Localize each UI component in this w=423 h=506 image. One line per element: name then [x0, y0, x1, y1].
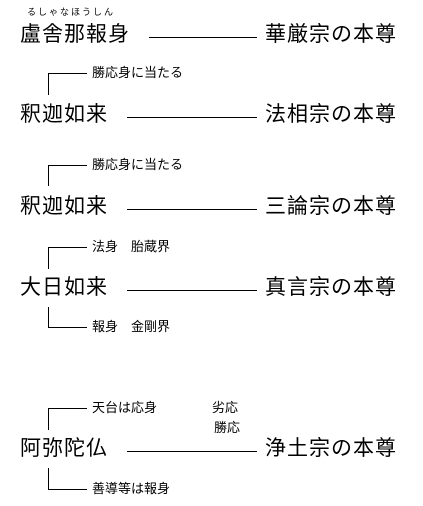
branch-connector	[48, 247, 49, 269]
sect-sanron: 三論宗の本尊	[265, 194, 397, 218]
branch-label-top: 法身 胎蔵界	[92, 240, 171, 255]
branch-label-top: 天台は応身	[92, 401, 158, 416]
connector-line	[127, 209, 257, 210]
branch-connector	[48, 73, 87, 74]
branch-connector	[48, 489, 87, 490]
deity-dainichi: 大日如来	[20, 275, 108, 299]
branch-label-top: 勝応身に当たる	[92, 66, 184, 81]
deity-shaka: 釈迦如来	[20, 102, 108, 126]
branch-connector	[48, 165, 49, 186]
connector-line	[127, 451, 257, 452]
branch-connector	[48, 468, 49, 489]
connector-line	[127, 290, 257, 291]
connector-line	[127, 117, 257, 118]
branch-connector	[48, 408, 87, 409]
branch-label-top: 勝応身に当たる	[92, 158, 184, 173]
branch-connector	[48, 327, 87, 328]
connector-line	[149, 37, 257, 38]
branch-connector	[48, 165, 87, 166]
note-shoo: 勝応	[214, 421, 241, 436]
note-reto: 劣応	[212, 401, 239, 416]
branch-connector	[48, 307, 49, 327]
deity-shaka: 釈迦如来	[20, 194, 108, 218]
sect-kegon: 華厳宗の本尊	[265, 22, 397, 46]
branch-connector	[48, 247, 87, 248]
sect-hosso: 法相宗の本尊	[265, 102, 397, 126]
branch-connector	[48, 408, 49, 430]
deity-amida: 阿弥陀仏	[20, 436, 108, 460]
sect-shingon: 真言宗の本尊	[265, 275, 397, 299]
sect-jodo: 浄土宗の本尊	[265, 436, 397, 460]
branch-label-bottom: 報身 金剛界	[92, 320, 171, 335]
deity-rushana: 盧舎那報身	[20, 22, 130, 46]
ruby-reading: るしゃなほうしん	[27, 8, 116, 18]
branch-label-bottom: 善導等は報身	[92, 482, 171, 497]
branch-connector	[48, 73, 49, 95]
